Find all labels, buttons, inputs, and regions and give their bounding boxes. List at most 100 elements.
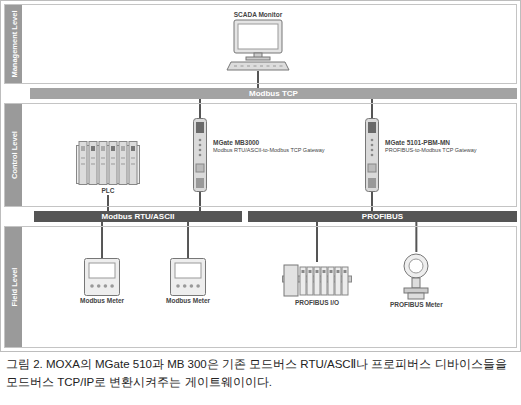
- io-part: [316, 270, 319, 273]
- device-node: PROFIBUS I/O: [282, 262, 352, 307]
- plc-part: [101, 146, 105, 151]
- plc-icon: [76, 140, 140, 186]
- io-part: [302, 270, 305, 273]
- meter-icon: [84, 258, 120, 296]
- device-node: SCADA Monitor: [226, 10, 290, 71]
- gateway-part: [368, 122, 376, 133]
- plc-part: [91, 164, 95, 165]
- device-label: MGate MB3000: [213, 138, 325, 147]
- device-label: MGate 5101-PBM-MN: [385, 138, 477, 147]
- transmitter-part: [404, 254, 428, 278]
- plc-part: [81, 158, 85, 159]
- io-part: [344, 270, 347, 273]
- meter-part: [175, 263, 201, 278]
- plc-part: [111, 164, 115, 165]
- monitor-part: [260, 66, 263, 67]
- monitor-part: [238, 24, 278, 49]
- gateway-part: [366, 119, 379, 192]
- io-part: [284, 265, 298, 296]
- monitor-part: [234, 20, 282, 53]
- gateway-part: [199, 149, 202, 152]
- plc-part: [129, 142, 137, 185]
- gateway-part: [199, 144, 202, 147]
- gateway-part: [196, 178, 204, 188]
- gateway-part: [194, 119, 207, 192]
- io-part: [337, 270, 340, 273]
- plc-part: [81, 146, 85, 151]
- transmitter-part: [412, 278, 420, 288]
- bus-connector: [107, 195, 109, 211]
- meter-part: [89, 263, 115, 278]
- io-part: [342, 267, 348, 295]
- gateway-part: [196, 164, 204, 172]
- plc-part: [131, 158, 135, 159]
- gateway-part: [199, 139, 202, 142]
- device-node: MGate MB3000Modbus RTU/ASCII-to-Modbus T…: [192, 118, 325, 192]
- device-label: Modbus Meter: [80, 296, 124, 305]
- level-panel: Control LevelPLC MGate MB3000Modbus RTU/A…: [4, 103, 517, 207]
- plc-part: [111, 146, 115, 151]
- bus-label: Modbus RTU/ASCII: [102, 212, 175, 221]
- gateway-part: [199, 154, 202, 157]
- gateway-part: [196, 122, 204, 133]
- bus-connector: [371, 99, 373, 118]
- device-label: PLC: [102, 186, 115, 195]
- bus-connector: [187, 222, 189, 258]
- bus-label: Modbus TCP: [249, 89, 298, 98]
- io-icon: [282, 262, 352, 298]
- plc-part: [81, 164, 85, 165]
- monitor-part: [234, 66, 237, 67]
- device-label: PROFIBUS I/O: [295, 298, 339, 307]
- plc-part: [131, 146, 135, 151]
- gateway-icon: [364, 118, 380, 192]
- monitor-part: [280, 66, 283, 67]
- level-strip: Control Level: [5, 104, 22, 206]
- meter-part: [176, 284, 180, 288]
- gateway-part: [368, 164, 376, 172]
- io-part: [328, 267, 334, 295]
- plc-part: [101, 164, 105, 165]
- plc-part: [109, 142, 117, 185]
- plc-part: [91, 158, 95, 159]
- gateway-part: [371, 149, 374, 152]
- bus-connector: [316, 222, 318, 262]
- device-label: PROFIBUS Meter: [390, 300, 443, 309]
- device-node: PROFIBUS Meter: [390, 252, 443, 309]
- device-label: Modbus Meter: [166, 296, 210, 305]
- level-label: Control Level: [9, 131, 18, 179]
- monitor-part: [246, 57, 270, 60]
- gateway-part: [371, 139, 374, 142]
- level-strip: Field Level: [5, 227, 22, 347]
- meter-part: [110, 284, 114, 288]
- io-part: [309, 270, 312, 273]
- device-node: Modbus Meter: [166, 258, 210, 305]
- bus-bar: Modbus RTU/ASCII: [34, 211, 242, 222]
- meter-part: [196, 284, 200, 288]
- gateway-icon: [192, 118, 208, 192]
- monitor-icon: [226, 19, 290, 71]
- device-node: Modbus Meter: [80, 258, 124, 305]
- plc-part: [121, 146, 125, 151]
- gateway-part: [368, 178, 376, 188]
- monitor-part: [247, 66, 250, 67]
- bus-label: PROFIBUS: [362, 212, 403, 221]
- io-part: [314, 267, 320, 295]
- monitor-part: [273, 66, 276, 67]
- bus-bar: Modbus TCP: [30, 88, 517, 99]
- plc-part: [121, 158, 125, 159]
- gateway-part: [371, 154, 374, 157]
- device-node: MGate 5101-PBM-MNPROFIBUS-to-Modbus TCP …: [364, 118, 477, 192]
- meter-part: [183, 284, 187, 288]
- transmitter-part: [409, 259, 423, 273]
- level-panel: Management LevelSCADA Monitor: [4, 4, 517, 84]
- meter-part: [90, 284, 94, 288]
- label-column: MGate MB3000Modbus RTU/ASCII-to-Modbus T…: [213, 138, 325, 153]
- plc-part: [101, 158, 105, 159]
- plc-part: [119, 142, 127, 185]
- meter-part: [97, 284, 101, 288]
- figure-frame: [1, 1, 521, 352]
- device-node: PLC: [76, 140, 140, 195]
- device-label: SCADA Monitor: [234, 10, 283, 19]
